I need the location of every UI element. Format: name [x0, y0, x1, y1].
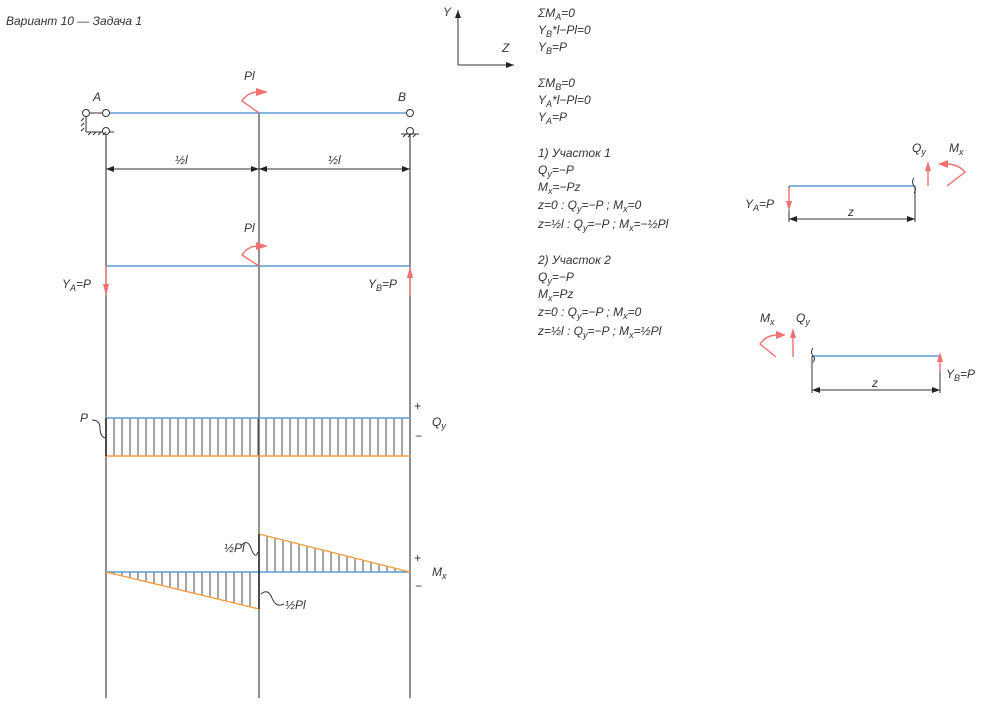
leader-line: [91, 419, 106, 439]
equation-line: Qy​=−P: [538, 163, 574, 179]
qy-diagram: P + − Qy​: [80, 399, 446, 457]
equation-line: z=0 : Qy​=−P ; Mx​=0: [537, 198, 642, 214]
mx-value-top: ½Pl: [224, 541, 245, 555]
mx-hatching: [113, 536, 404, 607]
leader-line: [260, 591, 285, 606]
fbd1-reaction-label: YA​=P: [745, 197, 774, 213]
qy-diagram-label: Qy​: [432, 415, 446, 431]
section1-fbd: YA​=P z Qy​ Mx​: [745, 141, 967, 222]
equation-line: YA​*l−Pl=0: [538, 93, 591, 109]
equation-line: z=½l : Qy​=−P ; Mx​=½Pl: [537, 324, 662, 340]
fbd2-dim-label: z: [871, 376, 878, 390]
equation-line: ΣMB​=0: [537, 76, 575, 92]
drawing-title: Вариант 10 — Задача 1: [6, 14, 142, 28]
beam-fbd: Pl YA​=P YB​=P: [62, 221, 413, 296]
moment-arrow-icon: [938, 160, 967, 187]
section-heading: 2) Участок 2: [537, 253, 611, 267]
equation-line: Mx​=−Pz: [538, 180, 581, 196]
equation-line: z=½l : Qy​=−P ; Mx​=−½Pl: [537, 217, 669, 233]
moment-arrow-icon: [759, 331, 786, 358]
mx-value-bottom: ½Pl: [285, 598, 306, 612]
qy-plus-sign: +: [414, 399, 421, 413]
span-dimension: ½l ½l: [106, 153, 410, 172]
mx-diagram: ½Pl ½Pl + − Mx​: [105, 533, 447, 612]
fbd1-qy-label: Qy​: [912, 141, 926, 157]
dim-left-label: ½l: [175, 153, 188, 167]
arrow-up-icon: [925, 161, 931, 186]
equation-line: Qy​=−P: [538, 270, 574, 286]
beam-scheme: A B Pl ½l ½l: [80, 69, 419, 172]
dim-right-label: ½l: [328, 153, 341, 167]
fbd2-qy-label: Qy​: [796, 311, 810, 327]
mx-diagram-label: Mx​: [432, 565, 447, 581]
section-heading: 1) Участок 1: [538, 146, 611, 160]
equation-line: YA​=P: [538, 110, 567, 126]
support-b: [401, 109, 419, 138]
arrow-up-icon: [790, 328, 796, 357]
leader-line: [240, 542, 259, 556]
fbd2-mx-label: Mx​: [760, 311, 775, 327]
fbd2-reaction-label: YB​=P: [946, 367, 975, 383]
arrow-down-icon: [786, 188, 792, 211]
fbd-moment-label: Pl: [244, 221, 255, 235]
qy-value-label: P: [80, 411, 88, 425]
equation-line: Mx​=Pz: [538, 287, 574, 303]
section2-fbd: YB​=P z Qy​ Mx​: [759, 311, 975, 393]
coordinate-axes: Y Z: [443, 5, 514, 68]
projection-lines: [105, 113, 411, 698]
axis-z-label: Z: [501, 41, 510, 55]
moment-arrow-icon: [241, 242, 268, 267]
moment-label: Pl: [244, 69, 255, 83]
equation-line: ΣMA​=0: [537, 6, 575, 22]
arrow-up-icon: [407, 266, 413, 296]
qy-hatching: [113, 418, 403, 456]
equations: ΣMA​=0 YB​*l−Pl=0 YB​=P ΣMB​=0 YA​*l−Pl=…: [537, 6, 669, 340]
reaction-a-label: YA​=P: [62, 277, 91, 293]
equation-line: YB​*l−Pl=0: [538, 23, 591, 39]
arrow-down-icon: [103, 266, 109, 296]
mx-minus-sign: −: [415, 579, 422, 593]
fbd1-mx-label: Mx​: [949, 141, 964, 157]
fbd1-dim-label: z: [847, 205, 854, 219]
mx-plus-sign: +: [414, 551, 421, 565]
support-a: [80, 109, 114, 136]
equation-line: z=0 : Qy​=−P ; Mx​=0: [537, 305, 642, 321]
support-a-label: A: [92, 90, 101, 104]
axis-y-label: Y: [443, 5, 452, 19]
qy-minus-sign: −: [415, 429, 422, 443]
reaction-b-label: YB​=P: [368, 277, 397, 293]
moment-arrow-icon: [241, 88, 268, 114]
arrow-up-icon: [937, 352, 943, 372]
support-b-label: B: [398, 90, 406, 104]
equation-line: YB​=P: [538, 40, 567, 56]
